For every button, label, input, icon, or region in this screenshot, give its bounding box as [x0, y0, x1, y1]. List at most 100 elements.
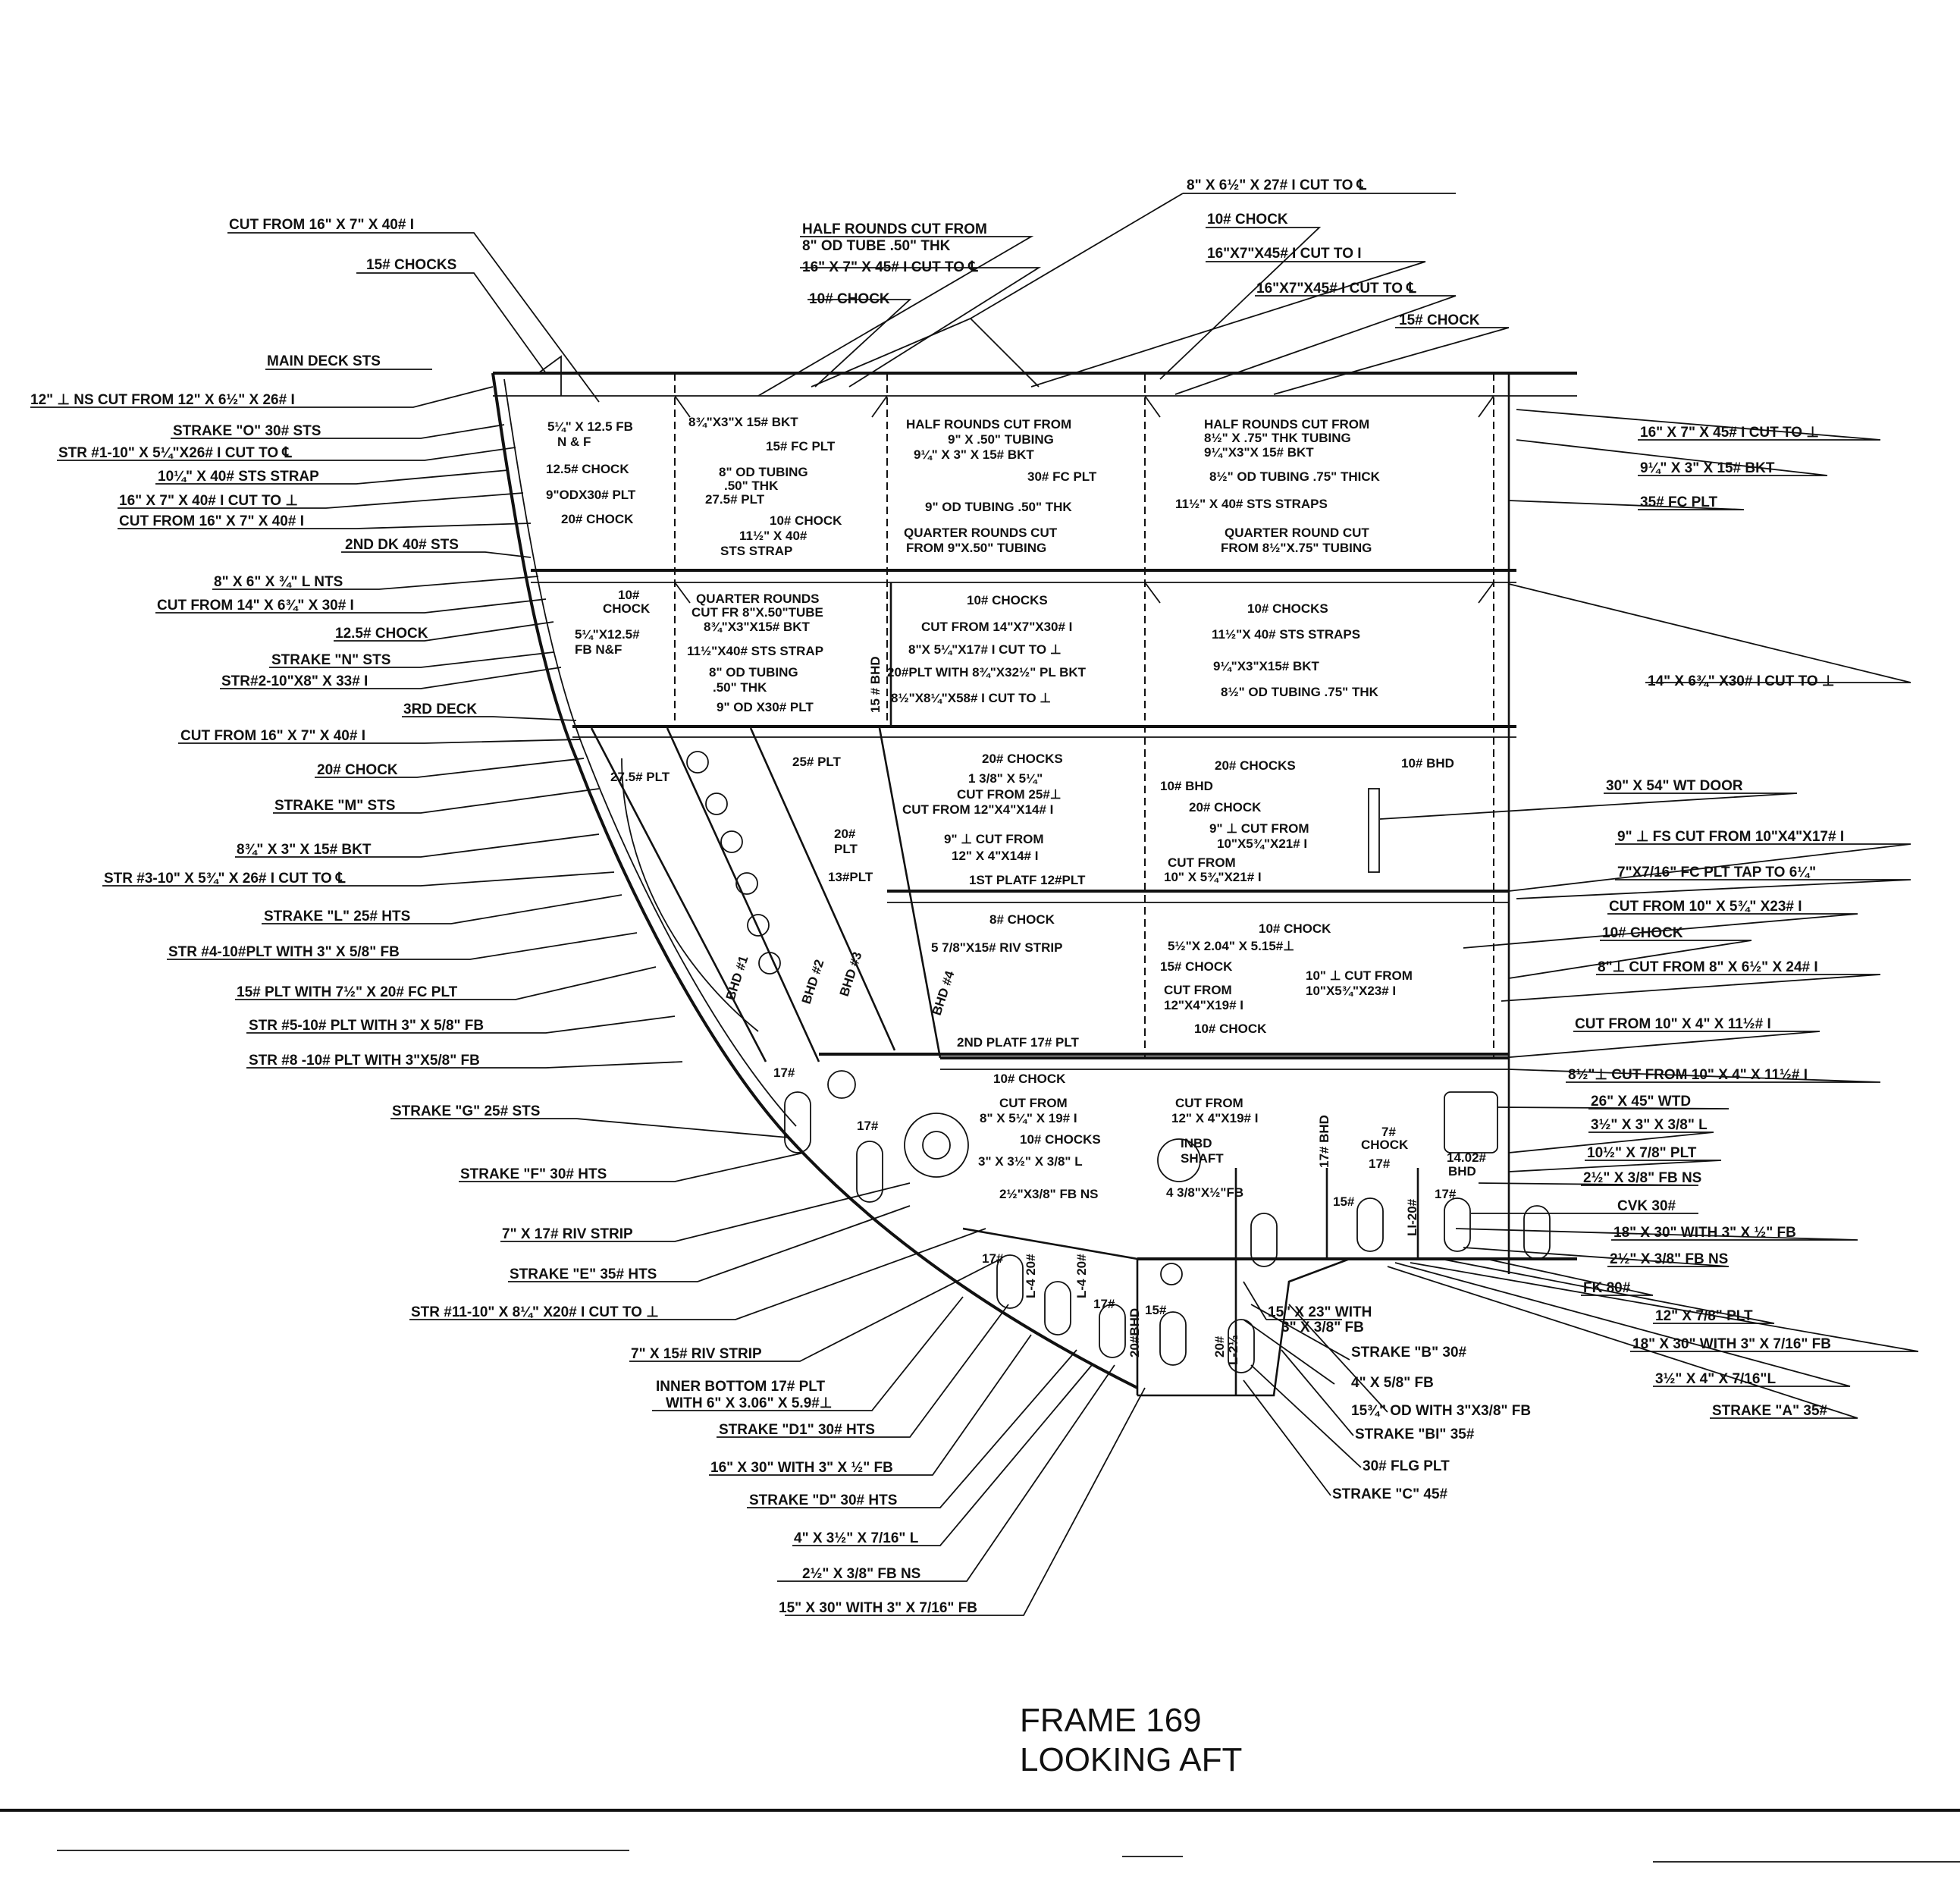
label-l8: CUT FROM 16" X 7" X 40# I [119, 513, 304, 529]
hull-shell [491, 372, 1138, 1389]
label-i84: CUT FROM [999, 1096, 1068, 1110]
label-l15: 3RD DECK [403, 701, 477, 717]
label-i62: 12" X 4"X14# I [952, 849, 1038, 863]
bhd-2-line [666, 727, 820, 1062]
label-i54: 20# CHOCKS [1215, 758, 1296, 773]
label-i50: 20# CHOCKS [982, 752, 1063, 766]
label-l22: STR #4-10#PLT WITH 3" X 5/8" FB [168, 944, 400, 960]
label-t4: 16"X7"X45# I CUT TO I [1207, 246, 1362, 262]
label-r8: 10# CHOCK [1602, 925, 1683, 941]
label-b3: 4" X 5/8" FB [1351, 1375, 1434, 1391]
label-i6: 15# FC PLT [766, 439, 836, 454]
label-i42: 8½"X8¼"X58# I CUT TO ⊥ [891, 691, 1051, 705]
label-r23: STRAKE "A" 35# [1712, 1403, 1828, 1419]
label-r9: 8"⊥ CUT FROM 8" X 6½" X 24# I [1598, 959, 1818, 975]
label-i34: 11½"X40# STS STRAP [687, 644, 823, 658]
label-i95: 17# [857, 1119, 879, 1133]
label-l38: 2½" X 3/8" FB NS [802, 1566, 920, 1582]
label-b7: STRAKE "C" 45# [1332, 1486, 1448, 1502]
left-labels: CUT FROM 16" X 7" X 40# I 15# CHOCKS MAI… [30, 217, 977, 1616]
label-i27: 10# [618, 588, 640, 602]
label-l1: 15# CHOCKS [366, 257, 456, 273]
wtd-opening [1444, 1091, 1498, 1153]
label-i21: 8½" X .75" THK TUBING [1204, 431, 1351, 445]
label-i13: HALF ROUNDS CUT FROM [906, 417, 1071, 432]
label-i57: 10# BHD [1401, 756, 1454, 771]
label-r11: 8½"⊥ CUT FROM 10" X 4" X 11½# I [1568, 1067, 1808, 1083]
inner-labels: 5¼" X 12.5 FB N & F 12.5# CHOCK 9"ODX30#… [546, 415, 1487, 1365]
label-l12: 12.5# CHOCK [335, 626, 428, 642]
label-i65: 10"X5¾"X21# I [1217, 836, 1307, 851]
label-i51: 1 3/8" X 5¼" [968, 771, 1043, 786]
label-t0: 8" X 6½" X 27# I CUT TO ℄ [1187, 177, 1367, 193]
label-l29: STRAKE "E" 35# HTS [510, 1266, 657, 1282]
label-r6: 7"X7/16" FC PLT TAP TO 6¼" [1617, 865, 1816, 880]
label-i85: 8" X 5¼" X 19# I [980, 1111, 1077, 1125]
label-l19: 8¾" X 3" X 15# BKT [237, 842, 372, 858]
label-t8: 15# CHOCK [1399, 312, 1480, 328]
label-i9: 27.5# PLT [705, 492, 765, 507]
leader-lines [30, 193, 1919, 1616]
label-l17: 20# CHOCK [317, 762, 398, 778]
label-i53: CUT FROM 12"X4"X14# I [902, 802, 1053, 817]
label-i19: FROM 9"X.50" TUBING [906, 541, 1046, 555]
label-r10: CUT FROM 10" X 4" X 11½# I [1575, 1016, 1771, 1032]
label-i89: CUT FROM [1175, 1096, 1243, 1110]
bhd-1-line [590, 727, 767, 1062]
label-i55: 10# BHD [1160, 779, 1213, 793]
label-i24: 11½" X 40# STS STRAPS [1175, 497, 1328, 511]
label-i75: CUT FROM [1164, 983, 1232, 997]
label-i2: 12.5# CHOCK [546, 462, 629, 476]
deck-brackets [538, 355, 1494, 604]
label-i73: 10" ⊥ CUT FROM [1306, 968, 1413, 983]
label-i106: L-4 20# [1024, 1254, 1038, 1298]
label-i67: 10" X 5¾"X21# I [1164, 870, 1262, 884]
label-l5: STR #1-10" X 5¼"X26# I CUT TO ℄ [58, 445, 292, 461]
label-i28: CHOCK [603, 601, 651, 616]
label-i40: 8"X 5¼"X17# I CUT TO ⊥ [908, 642, 1062, 657]
label-r7: CUT FROM 10" X 5¾" X23# I [1609, 899, 1802, 915]
label-i47: 15 # BHD [868, 656, 883, 713]
label-l20: STR #3-10" X 5¾" X 26# I CUT TO ℄ [104, 871, 346, 887]
label-l0: CUT FROM 16" X 7" X 40# I [229, 217, 414, 233]
label-i74: 10"X5¾"X23# I [1306, 984, 1396, 998]
label-l16: CUT FROM 16" X 7" X 40# I [180, 728, 365, 744]
label-i37: 9" OD X30# PLT [717, 700, 814, 714]
label-l14: STR#2-10"X8" X 33# I [221, 673, 368, 689]
label-i15: 9¼" X 3" X 15# BKT [914, 447, 1034, 462]
label-l3: 12" ⊥ NS CUT FROM 12" X 6½" X 26# I [30, 392, 295, 408]
label-r1: 9¼" X 3" X 15# BKT [1640, 460, 1775, 476]
label-b5: STRAKE "BI" 35# [1355, 1426, 1475, 1442]
label-i0: 5¼" X 12.5 FB [547, 419, 633, 434]
label-l4: STRAKE "O" 30# STS [173, 423, 321, 439]
label-i105: 17# [982, 1251, 1004, 1266]
label-i11: 11½" X 40# [739, 529, 808, 543]
label-r0: 16" X 7" X 45# I CUT TO ⊥ [1640, 425, 1819, 441]
label-i76: 12"X4"X19# I [1164, 998, 1243, 1012]
label-l2: MAIN DECK STS [267, 353, 381, 369]
right-labels: 16" X 7" X 45# I CUT TO ⊥ 9¼" X 3" X 15#… [1568, 425, 1844, 1419]
label-l31: 7" X 15# RIV STRIP [631, 1346, 762, 1362]
label-r5: 9" ⊥ FS CUT FROM 10"X4"X17# I [1617, 829, 1844, 845]
label-i1: N & F [557, 435, 591, 449]
label-t7: 10# CHOCK [809, 291, 890, 307]
label-i49: 25# PLT [792, 755, 842, 769]
label-l23: 15# PLT WITH 7½" X 20# FC PLT [237, 984, 458, 1000]
label-r16: CVK 30# [1617, 1198, 1676, 1214]
sheet-borders [0, 1809, 1960, 1863]
label-i96: 17# BHD [1317, 1115, 1331, 1168]
label-i20: HALF ROUNDS CUT FROM [1204, 417, 1369, 432]
label-i26: FROM 8½"X.75" TUBING [1221, 541, 1372, 555]
title-view: LOOKING AFT [1020, 1741, 1242, 1778]
label-i68: 8# CHOCK [989, 912, 1055, 927]
label-l21: STRAKE "L" 25# HTS [264, 909, 410, 924]
label-l11: CUT FROM 14" X 6¾" X 30# I [157, 598, 354, 614]
label-l10: 8" X 6" X ¾" L NTS [214, 574, 343, 590]
label-i35: 8" OD TUBING [709, 665, 798, 680]
label-r12: 26" X 45" WTD [1591, 1094, 1691, 1110]
label-i87: 3" X 3½" X 3/8" L [978, 1154, 1083, 1169]
label-b1: 3" X 3/8" FB [1281, 1320, 1364, 1335]
label-i4: 20# CHOCK [561, 512, 634, 526]
label-i39: CUT FROM 14"X7"X30# I [921, 620, 1072, 634]
label-i59: PLT [834, 842, 858, 856]
